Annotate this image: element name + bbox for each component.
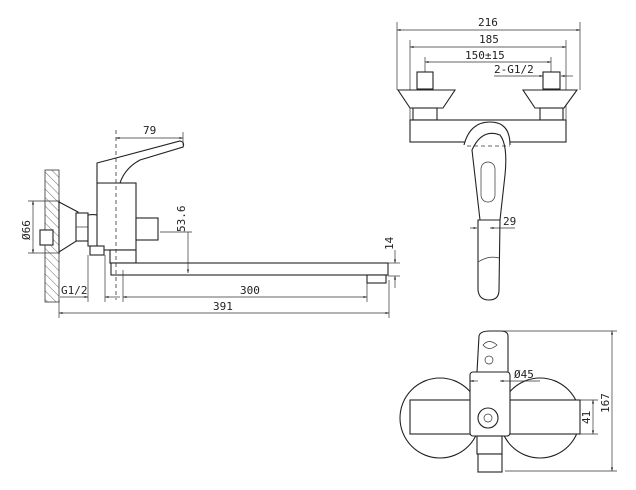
nut-left: [412, 107, 438, 121]
spout-outlet: [366, 274, 387, 284]
inlet-right: [542, 71, 561, 90]
dim-lever-label: 79: [143, 124, 156, 137]
dim-bar-height-label: 41: [580, 411, 593, 424]
spout-collar: [109, 249, 137, 264]
dim-center-distance-label: 150±15: [465, 49, 505, 62]
dim-inlets-label: 2-G1/2: [494, 63, 534, 76]
nut-right: [539, 107, 564, 121]
lever-handle: [96, 140, 185, 184]
dim-spout-thickness-label: 14: [383, 236, 396, 250]
side-view: 79 53.6 14 G1/2 300 391 Ø66: [20, 124, 400, 318]
dim-diameter-label: Ø66: [20, 220, 33, 240]
lever-top: [476, 330, 509, 373]
aerator-pipe: [89, 245, 105, 256]
spout: [110, 262, 389, 276]
dim-spout-length-label: 300: [240, 284, 260, 297]
dim-spout-width-label: 29: [503, 215, 516, 228]
dim-body-width-label: 185: [479, 33, 499, 46]
escutcheon-left: [396, 89, 457, 109]
lever-slot: [480, 161, 496, 203]
inlet-nipple: [39, 229, 54, 246]
dim-thread-label: G1/2: [61, 284, 88, 297]
dim-depth-label: 167: [599, 393, 612, 413]
dim-total-width-label: 216: [478, 16, 498, 29]
dim-height-label: 53.6: [175, 206, 188, 233]
front-view: 216 185 150±15 2-G1/2 29: [396, 16, 581, 301]
diverter-knob: [135, 217, 159, 241]
escutcheon: [58, 201, 79, 253]
cartridge: [476, 435, 503, 455]
aerator: [477, 453, 503, 473]
top-view: Ø45 41 167: [399, 330, 617, 473]
dim-diameter-label: Ø45: [514, 368, 534, 381]
escutcheon-right: [521, 89, 579, 109]
spout-front: [477, 219, 501, 301]
diverter-knob: [477, 407, 499, 429]
dim-total-length-label: 391: [213, 300, 233, 313]
valve-body: [96, 182, 137, 251]
lever-handle: [471, 132, 507, 221]
inlet-left: [416, 71, 434, 90]
